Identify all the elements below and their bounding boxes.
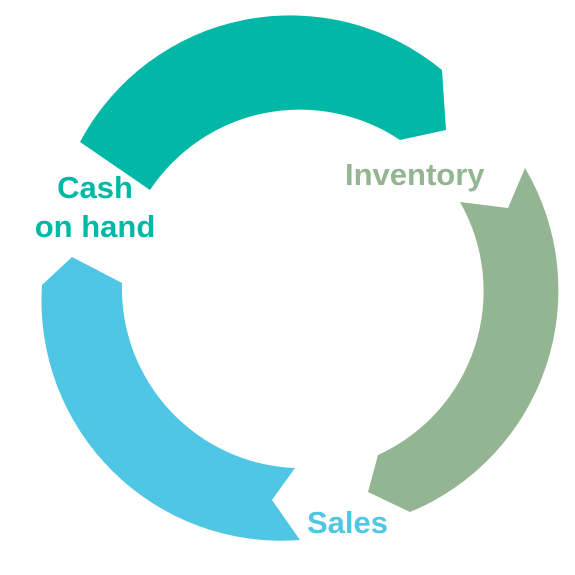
stage-label-inventory-line-1: Inventory xyxy=(345,157,485,192)
arrow-sales-to-cash xyxy=(41,257,300,541)
arrow-inventory-to-sales xyxy=(368,168,559,512)
stage-label-sales-line-1: Sales xyxy=(307,505,389,540)
stage-label-cash-line-2: on hand xyxy=(34,209,156,244)
arrow-cash-to-inventory xyxy=(80,15,446,190)
stage-label-cash-line-1: Cash xyxy=(57,170,133,205)
stage-label-cash: Cash on hand xyxy=(22,168,168,246)
stage-label-inventory: Inventory xyxy=(345,155,485,194)
stage-label-sales: Sales xyxy=(307,503,388,542)
